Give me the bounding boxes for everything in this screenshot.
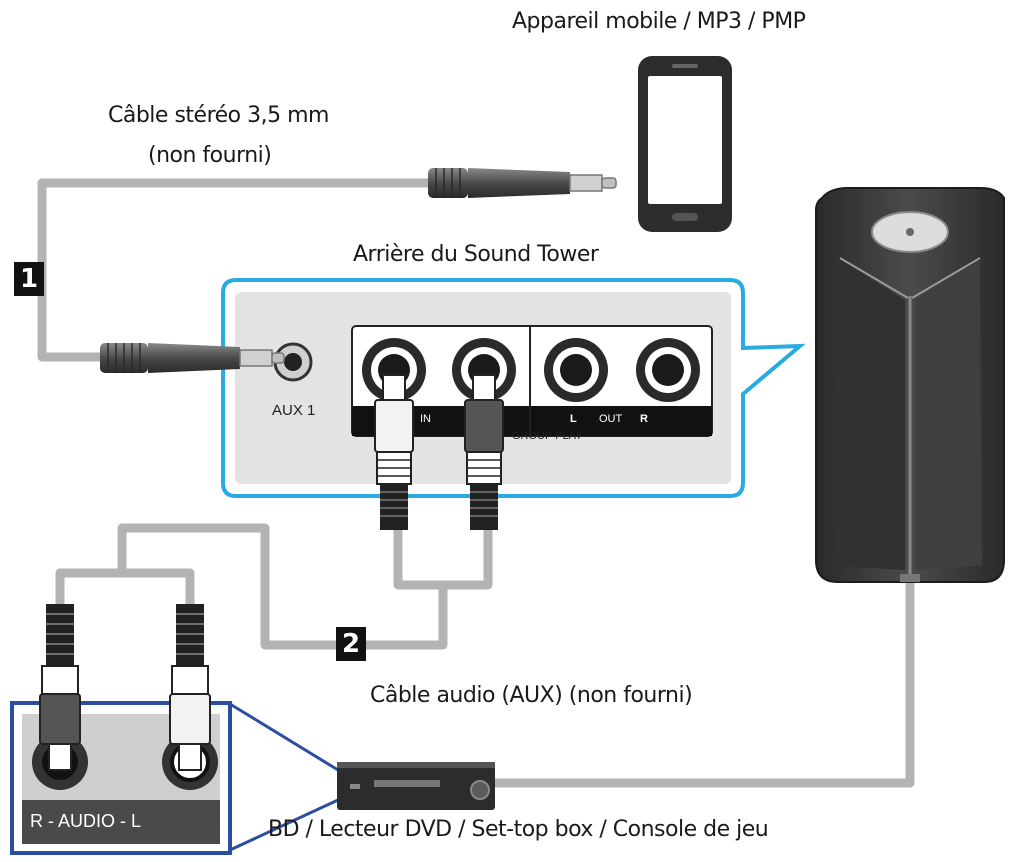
device-audio-label: R - AUDIO - L — [30, 811, 142, 831]
rca-plug-device-left — [39, 604, 81, 771]
out-jack-right — [636, 338, 700, 402]
in-label: IN — [420, 413, 431, 425]
rca-plug-device-right — [169, 604, 211, 771]
out-label: OUT — [599, 413, 623, 425]
rear-panel-callout — [221, 278, 806, 498]
in-jack-left — [362, 338, 426, 402]
out-r-marker: R — [640, 413, 648, 425]
stereo-cable-label-line2: (non fourni) — [148, 143, 272, 168]
rca-plug-panel-right — [464, 374, 504, 530]
source-devices-label: BD / Lecteur DVD / Set-top box / Console… — [268, 817, 769, 842]
aux1-label: AUX 1 — [272, 402, 316, 419]
aux-cable — [55, 523, 493, 650]
out-l-marker: L — [570, 413, 577, 425]
stereo-plug-top — [428, 168, 617, 198]
speaker-to-player-cable — [495, 583, 915, 788]
mobile-device-label: Appareil mobile / MP3 / PMP — [512, 9, 806, 34]
mobile-phone — [638, 56, 732, 232]
sound-tower-speaker — [815, 187, 1005, 583]
step-1-badge: 1 — [14, 262, 44, 296]
group-play-label: GROUP PLAY — [512, 430, 583, 442]
rear-panel-label: Arrière du Sound Tower — [353, 242, 599, 267]
out-jack-left — [544, 338, 608, 402]
aux-cable-label: Câble audio (AUX) (non fourni) — [370, 683, 693, 708]
dvd-player — [337, 762, 495, 810]
stereo-plug-aux — [100, 343, 285, 373]
step-2-badge: 2 — [336, 627, 366, 661]
stereo-cable-label-line1: Câble stéréo 3,5 mm — [108, 103, 329, 128]
rca-plug-panel-left — [374, 374, 414, 530]
